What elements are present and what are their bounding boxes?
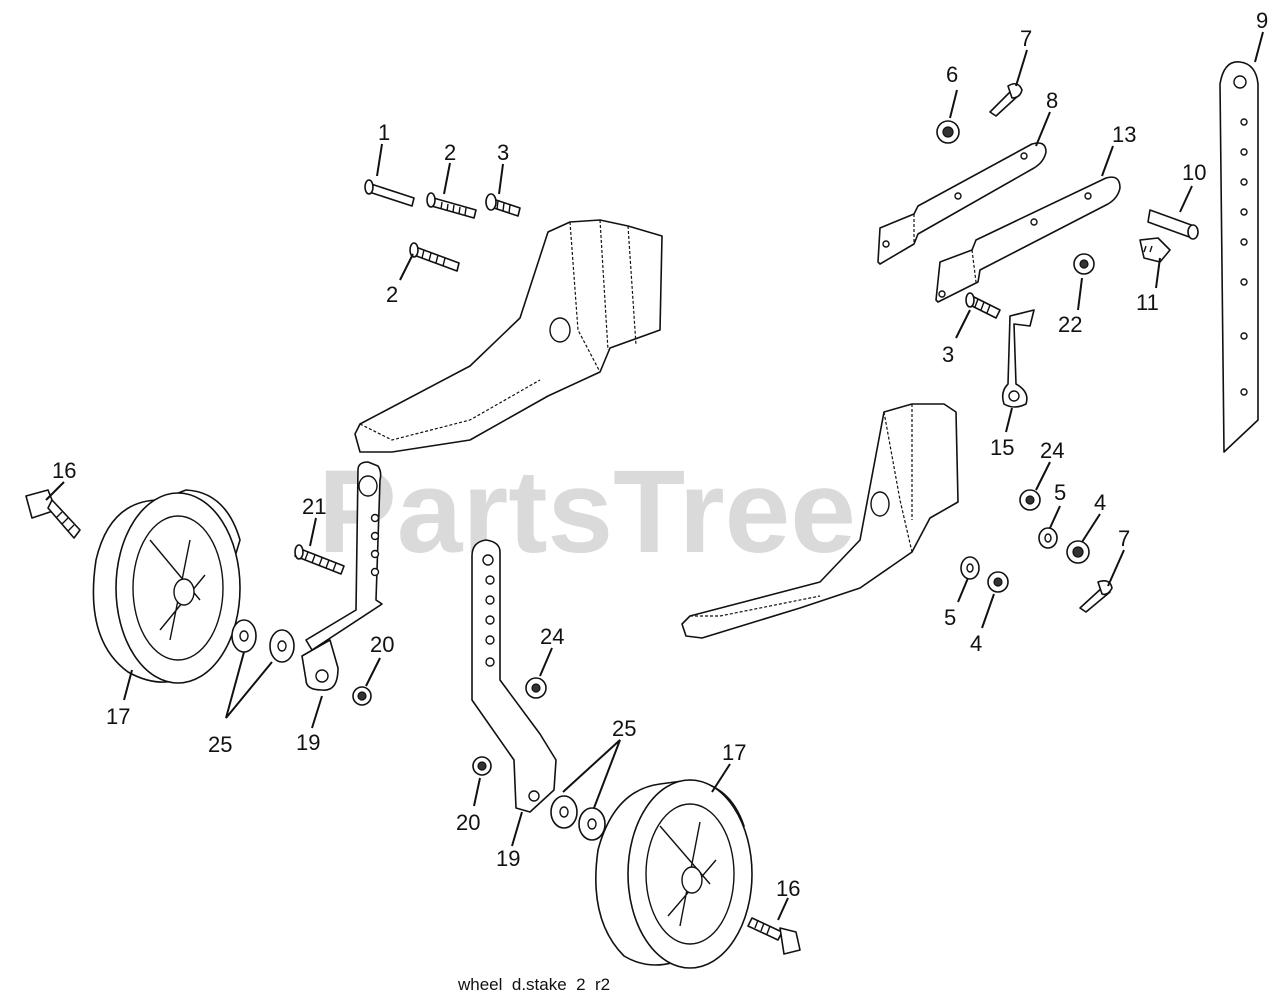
callout-2-upper: 2 <box>444 140 456 165</box>
watermark: PartsTree <box>318 446 856 578</box>
bolt-part-16-left <box>25 489 81 539</box>
callout-7-lower: 7 <box>1118 526 1130 551</box>
callout-6: 6 <box>946 62 958 87</box>
nut-part-4-upper <box>1066 540 1090 564</box>
callout-16-left: 16 <box>52 458 76 483</box>
bolt-part-2-lower <box>409 242 460 272</box>
bolt-part-21 <box>294 544 345 575</box>
wheel-part-17-right <box>595 779 753 969</box>
bolt-part-3-lower <box>965 292 1001 319</box>
pin-part-10 <box>1147 209 1199 240</box>
callout-9: 9 <box>1256 8 1268 33</box>
callout-20-center: 20 <box>456 810 480 835</box>
nut-part-20-left <box>352 686 372 706</box>
bolt-part-11 <box>1139 237 1171 263</box>
callout-17-left: 17 <box>106 704 130 729</box>
callout-20-left: 20 <box>370 632 394 657</box>
leader-lines <box>45 31 1264 921</box>
callout-15: 15 <box>990 435 1014 460</box>
bolt-part-16-right <box>747 917 801 955</box>
nut-part-22 <box>1073 253 1095 275</box>
callout-19-center: 19 <box>496 846 520 871</box>
washer-part-25-right <box>550 795 606 841</box>
wheel-part-17-left <box>92 489 241 684</box>
nut-part-24-right <box>1019 489 1041 511</box>
callout-21: 21 <box>302 494 326 519</box>
bolt-part-1 <box>364 179 415 207</box>
callout-10: 10 <box>1182 160 1206 185</box>
callout-13: 13 <box>1112 122 1136 147</box>
bolt-part-3-upper <box>485 193 521 217</box>
callout-2-lower: 2 <box>386 282 398 307</box>
callout-11: 11 <box>1136 290 1159 315</box>
callout-3-upper: 3 <box>497 140 509 165</box>
depth-stake-left <box>354 219 663 453</box>
nut-part-6 <box>936 120 960 144</box>
callout-24-center: 24 <box>540 624 564 649</box>
callout-25-right: 25 <box>612 716 636 741</box>
depth-stake-right <box>681 403 959 639</box>
plate-part-8 <box>877 142 1047 265</box>
callout-8: 8 <box>1046 88 1058 113</box>
callout-5-lower: 5 <box>944 605 956 630</box>
callout-17-right: 17 <box>722 740 746 765</box>
nut-part-24-center <box>525 677 547 699</box>
washer-part-5-lower <box>960 556 980 580</box>
callout-4-upper: 4 <box>1094 490 1106 515</box>
stake-bar-left <box>305 461 383 651</box>
callout-labels: 1 2 3 2 6 7 8 13 9 10 11 22 3 15 24 5 4 … <box>52 8 1268 901</box>
stake-bar-center <box>471 539 557 813</box>
callout-5-upper: 5 <box>1054 480 1066 505</box>
nut-part-4-lower <box>987 571 1009 593</box>
callout-16-right: 16 <box>776 876 800 901</box>
washer-part-25-left <box>231 619 295 663</box>
callout-25-left: 25 <box>208 732 232 757</box>
callout-4-lower: 4 <box>970 631 982 656</box>
diagram-caption: wheel d.stake 2 r2 <box>457 975 610 994</box>
callout-19-left: 19 <box>296 730 320 755</box>
bolt-part-2-upper <box>426 192 477 219</box>
callout-24-right: 24 <box>1040 438 1064 463</box>
bar-part-9 <box>1219 61 1259 453</box>
callout-1: 1 <box>378 120 390 145</box>
bracket-part-15 <box>1001 309 1035 408</box>
washer-part-5-upper <box>1038 527 1058 549</box>
plate-part-13 <box>935 176 1121 303</box>
bracket-part-19-left <box>301 639 339 691</box>
callout-3-lower: 3 <box>942 342 954 367</box>
callout-22: 22 <box>1058 312 1082 337</box>
callout-7-upper: 7 <box>1020 26 1032 51</box>
pin-part-7-upper <box>989 82 1023 117</box>
nut-part-20-center <box>472 756 492 776</box>
